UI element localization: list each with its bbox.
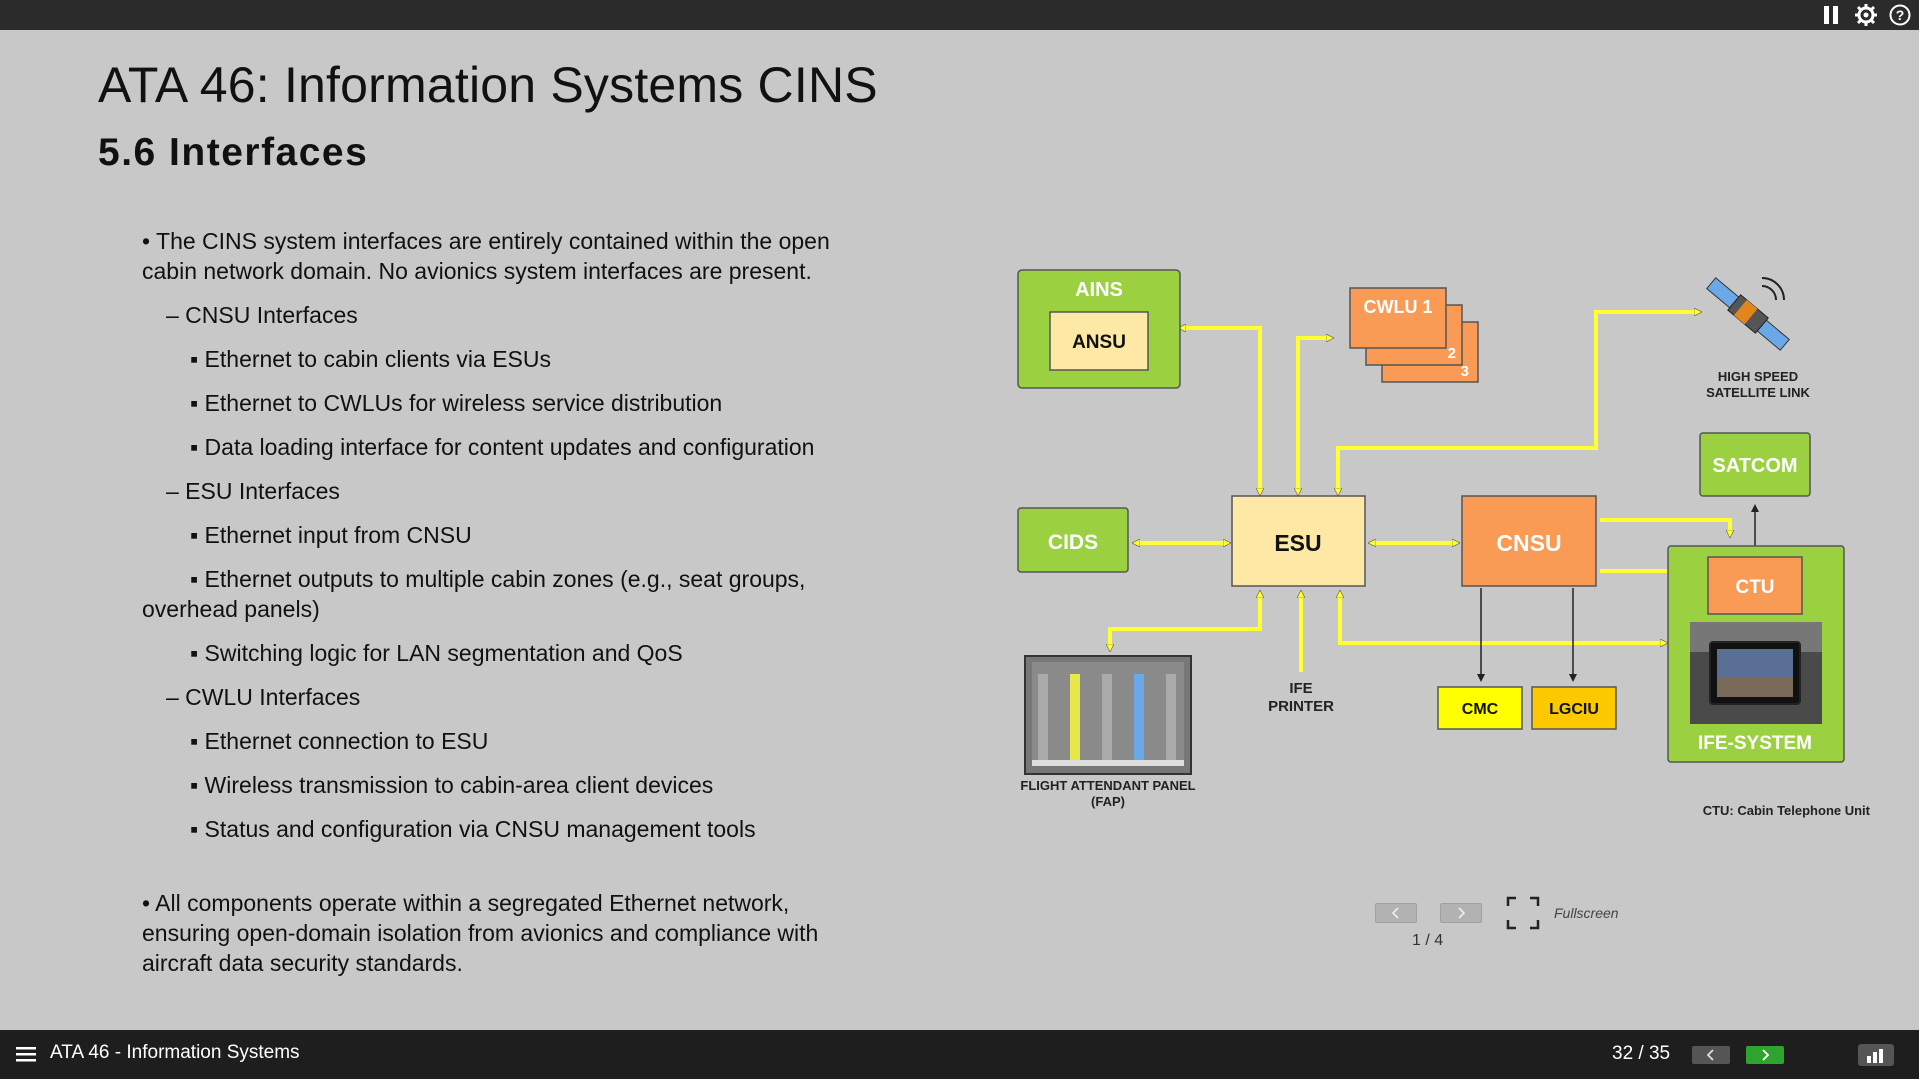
svg-text:?: ? (1896, 7, 1905, 23)
ains-box: AINS ANSU (1017, 269, 1181, 389)
satcom-box: SATCOM (1699, 432, 1811, 497)
bullet-list: • The CINS system interfaces are entirel… (142, 226, 882, 992)
satcom-label: SATCOM (1712, 455, 1797, 477)
cmc-box: CMC (1437, 686, 1523, 730)
esu-box: ESU (1231, 495, 1366, 587)
bullet-item: ▪ Ethernet to cabin clients via ESUs (190, 346, 551, 372)
lgciu-label: LGCIU (1549, 701, 1599, 718)
link-ains-esu (1180, 328, 1260, 494)
course-title: ATA 46 - Information Systems (50, 1042, 300, 1063)
settings-button[interactable] (1853, 3, 1879, 27)
link-cnsu-ctu-top (1600, 518, 1730, 536)
slide-subtitle: 5.6 Interfaces (98, 131, 369, 174)
gear-icon (1855, 4, 1877, 26)
ctu-note: CTU: Cabin Telephone Unit (1703, 803, 1871, 818)
carousel-next-button[interactable] (1440, 903, 1482, 923)
next-slide-button[interactable] (1746, 1046, 1784, 1064)
bullet-item: – CNSU Interfaces (166, 302, 358, 328)
link-satellite-esu (1338, 312, 1700, 494)
slide-counter: 32 / 35 (1612, 1043, 1671, 1064)
bullet-item: – ESU Interfaces (166, 478, 340, 504)
chevron-right-icon (1458, 907, 1466, 919)
bullet-item: ▪ Ethernet input from CNSU (190, 522, 472, 548)
bullet-item: ▪ Ethernet connection to ESU (190, 728, 489, 754)
bottom-bar: ATA 46 - Information Systems 32 / 35 (0, 1030, 1919, 1079)
bullet-item: ▪ Switching logic for LAN segmentation a… (190, 640, 683, 666)
ife-printer-label-line2: PRINTER (1268, 698, 1334, 715)
cwlu-stack: 3 2 CWLU 1 (1349, 287, 1479, 383)
top-bar: ? (0, 0, 1919, 30)
ains-label: AINS (1075, 279, 1123, 301)
link-esu-ife (1340, 592, 1666, 643)
help-icon: ? (1889, 4, 1911, 26)
cids-label: CIDS (1048, 531, 1098, 554)
ctu-label: CTU (1735, 577, 1774, 598)
carousel-page-indicator: 1 / 4 (1412, 932, 1444, 949)
link-esu-fap (1110, 592, 1260, 650)
cins-interface-diagram: AINS ANSU 3 2 CWLU 1 HIGH SPEED SATELLIT… (1017, 269, 1871, 818)
carousel-prev-button[interactable] (1375, 903, 1417, 923)
link-cwlu-esu (1298, 338, 1332, 494)
fap-image (1024, 655, 1192, 775)
bullet-item: • All components operate within a segreg… (142, 890, 819, 976)
ife-printer-label-line1: IFE (1289, 680, 1312, 697)
lgciu-box: LGCIU (1531, 686, 1617, 730)
slide-title: ATA 46: Information Systems CINS (98, 57, 878, 113)
progress-stats-button[interactable] (1858, 1044, 1894, 1066)
pause-button[interactable] (1818, 3, 1844, 27)
bullet-item: ▪ Ethernet to CWLUs for wireless service… (190, 390, 723, 416)
fullscreen-label[interactable]: Fullscreen (1554, 905, 1619, 921)
bullet-item: ▪ Data loading interface for content upd… (190, 434, 815, 460)
cwlu-1-label: CWLU 1 (1364, 297, 1433, 317)
pause-icon (1824, 6, 1838, 24)
cnsu-box: CNSU (1461, 495, 1597, 587)
bullet-item: ▪ Status and configuration via CNSU mana… (190, 816, 756, 842)
ansu-label: ANSU (1072, 332, 1126, 353)
satellite-label-line1: HIGH SPEED (1718, 369, 1798, 384)
ife-system-label: IFE-SYSTEM (1698, 733, 1812, 754)
cmc-label: CMC (1462, 701, 1499, 718)
fullscreen-icon[interactable] (1506, 896, 1540, 930)
bullet-item: ▪ Wireless transmission to cabin-area cl… (190, 772, 714, 798)
help-button[interactable]: ? (1887, 3, 1913, 27)
bullet-item: ▪ Ethernet outputs to multiple cabin zon… (142, 566, 806, 622)
prev-slide-button[interactable] (1692, 1046, 1730, 1064)
chevron-left-icon (1706, 1049, 1714, 1061)
bullet-item: – CWLU Interfaces (166, 684, 361, 710)
cnsu-label: CNSU (1496, 530, 1561, 556)
chevron-right-icon (1762, 1049, 1770, 1061)
ife-system-box: CTU IFE-SYSTEM (1667, 545, 1845, 763)
menu-icon[interactable] (16, 1044, 36, 1064)
cwlu-3-label: 3 (1461, 363, 1469, 380)
bullet-item: • The CINS system interfaces are entirel… (142, 228, 830, 284)
satellite-icon: HIGH SPEED SATELLITE LINK (1706, 277, 1810, 400)
fap-label-line1: FLIGHT ATTENDANT PANEL (1020, 778, 1195, 793)
bar-chart-icon (1867, 1049, 1883, 1063)
satellite-label-line2: SATELLITE LINK (1706, 385, 1810, 400)
chevron-left-icon (1391, 907, 1399, 919)
fap-label-line2: (FAP) (1091, 794, 1125, 809)
cwlu-2-label: 2 (1448, 345, 1456, 362)
esu-label: ESU (1274, 530, 1321, 556)
cids-box: CIDS (1017, 507, 1129, 573)
ife-screen-image (1690, 622, 1822, 724)
